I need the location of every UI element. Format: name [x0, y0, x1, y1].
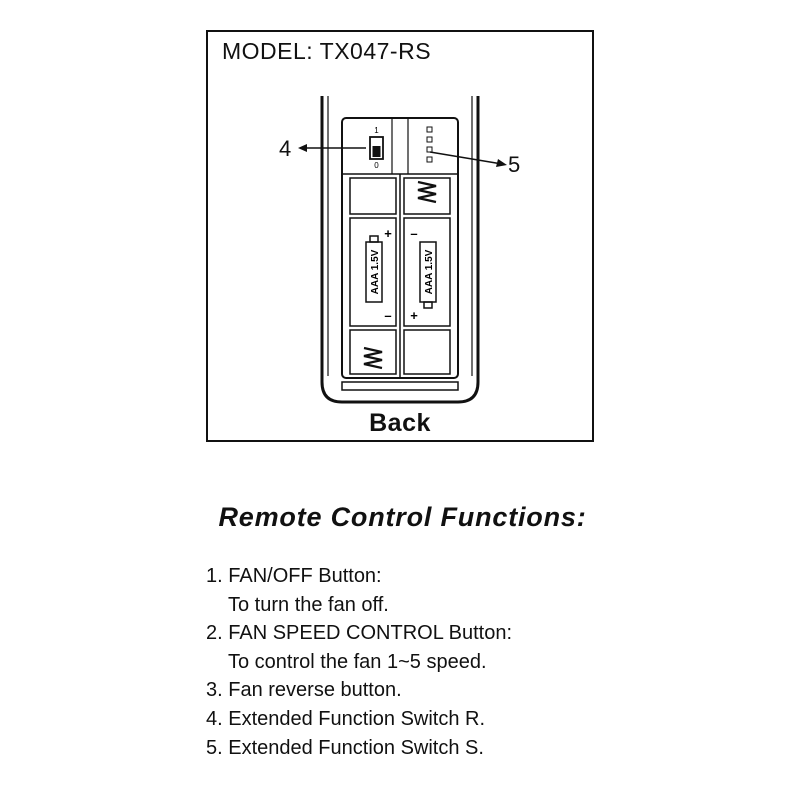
left-battery-bottom-cap — [349, 329, 397, 375]
callout-4-label: 4 — [279, 136, 292, 161]
right-battery-polarity-bottom: + — [410, 308, 418, 323]
function-item: 2. FAN SPEED CONTROL Button: To control … — [206, 619, 626, 676]
callout-5-arrowhead — [496, 159, 507, 167]
function-item: 1. FAN/OFF Button: To turn the fan off. — [206, 562, 626, 619]
functions-title: Remote Control Functions: — [218, 502, 587, 532]
remote-body-outline — [320, 96, 480, 404]
left-battery-polarity-bottom: – — [384, 308, 391, 323]
function-label: 2. FAN SPEED CONTROL Button: — [206, 622, 513, 645]
switch-mark-bottom: 0 — [374, 161, 379, 170]
function-description: To control the fan 1~5 speed. — [228, 650, 487, 673]
function-label: 3. Fan reverse button. — [206, 679, 402, 702]
left-battery-polarity-top: + — [384, 226, 392, 241]
spring-bottom-left — [363, 346, 383, 370]
function-item: 5. Extended Function Switch S. — [206, 734, 626, 763]
function-label: 5. Extended Function Switch S. — [206, 736, 484, 759]
callout-4-arrowhead — [298, 144, 307, 152]
switch-r-knob — [372, 146, 381, 157]
function-item: 4. Extended Function Switch R. — [206, 705, 626, 734]
function-item: 3. Fan reverse button. — [206, 676, 626, 705]
function-label: 1. FAN/OFF Button: — [206, 565, 382, 587]
switch-mark-top: 1 — [374, 126, 379, 135]
switch-s-contact — [426, 136, 433, 143]
left-battery-top-cap — [349, 177, 397, 215]
callout-5-arrow-line — [429, 151, 503, 165]
spring-top-right — [417, 180, 437, 204]
left-battery-symbol-nub — [369, 235, 379, 243]
model-label: MODEL: TX047-RS — [222, 38, 432, 64]
right-battery-symbol-nub — [423, 301, 433, 309]
view-label: Back — [369, 409, 431, 437]
right-battery-cell — [403, 217, 451, 327]
remote-back-illustration: 1 0 AAA 1.5V + – AAA 1.5V – + — [298, 96, 507, 404]
right-battery-polarity-top: – — [410, 226, 417, 241]
functions-list: 1. FAN/OFF Button: To turn the fan off. … — [206, 562, 626, 762]
remote-bottom-lip — [341, 381, 459, 391]
function-description: To turn the fan off. — [228, 593, 389, 616]
right-battery-label: AAA 1.5V — [424, 249, 435, 294]
diagram-frame — [206, 30, 594, 442]
callout-5-label: 5 — [508, 152, 521, 177]
left-battery-cell — [349, 217, 397, 327]
right-battery-top-cap — [403, 177, 451, 215]
right-battery-bottom-cap — [403, 329, 451, 375]
function-label: 4. Extended Function Switch R. — [206, 707, 486, 730]
switch-s-contact — [426, 126, 433, 133]
switch-s-contact — [426, 146, 433, 153]
switch-s-contact — [426, 156, 433, 163]
left-battery-label: AAA 1.5V — [370, 249, 381, 294]
